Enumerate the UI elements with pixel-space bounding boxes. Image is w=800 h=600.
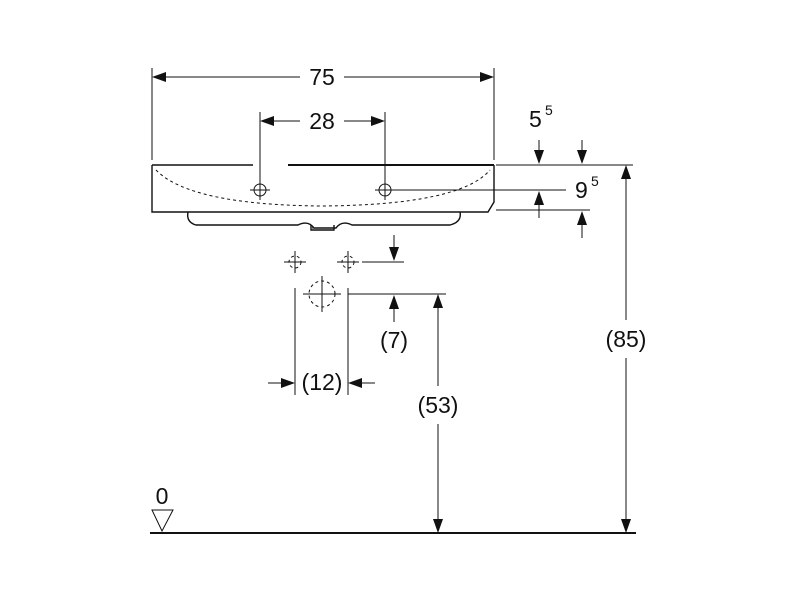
dimension-overall-width: 75 (151, 64, 495, 160)
floor-level-marker: 0 (151, 483, 174, 533)
dimension-label-rim-thickness-sup: 5 (545, 102, 553, 118)
dimension-label-tap-hole-spacing: 28 (309, 108, 335, 134)
supply-connection-right-symbol (337, 251, 359, 273)
dimension-rim-height: (85) (606, 165, 647, 533)
tap-hole-left-symbol (250, 180, 270, 200)
tap-hole-right-symbol (375, 180, 395, 200)
washbasin-profile (151, 164, 495, 231)
dimension-tap-hole-spacing: 28 (259, 108, 386, 180)
supply-connection-left-symbol (284, 251, 306, 273)
dimension-connection-offset: (7) (348, 235, 446, 353)
dimension-label-connection-height: (53) (418, 392, 459, 418)
dimension-label-overall-width: 75 (309, 64, 335, 90)
dimension-rim-thickness: 5 5 (496, 102, 633, 166)
dimension-label-tap-hole-depth: 9 (575, 177, 588, 203)
dimension-label-rim-thickness: 5 (529, 106, 542, 132)
dimension-label-tap-hole-depth-sup: 5 (591, 173, 599, 189)
dimension-label-connection-spacing: (12) (302, 369, 343, 395)
dimension-label-rim-height: (85) (606, 326, 647, 352)
waste-connection-symbol (303, 276, 341, 312)
dimension-tap-hole-depth: 9 5 (395, 173, 599, 238)
dimension-connection-height: (53) (418, 294, 459, 533)
dimension-connection-spacing: (12) (268, 288, 375, 395)
floor-level-label: 0 (156, 483, 169, 509)
dimension-label-connection-offset: (7) (380, 327, 408, 353)
